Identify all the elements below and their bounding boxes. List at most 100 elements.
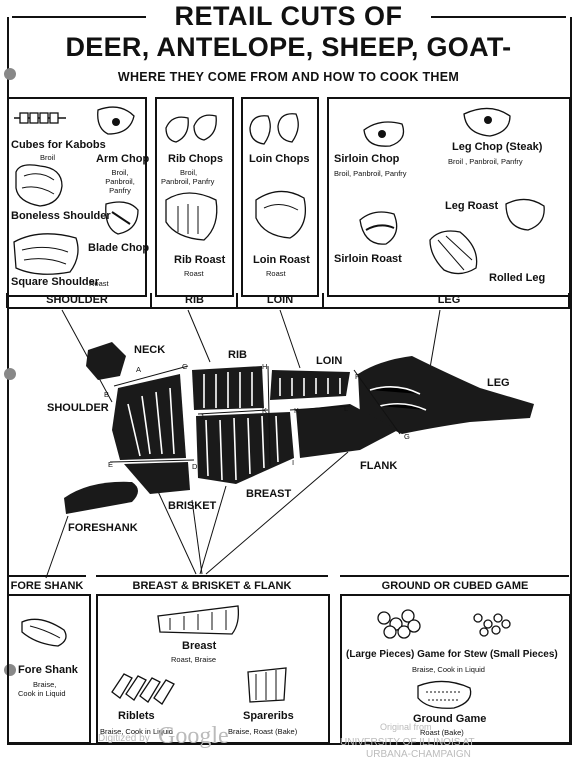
label-flank: FLANK: [360, 460, 398, 472]
point-h: H: [262, 362, 268, 371]
rib-label: RIB: [185, 294, 204, 306]
page-title-line2: DEER, ANTELOPE, SHEEP, GOAT-: [65, 32, 512, 62]
cut-ground-game-method: Roast (Bake): [420, 728, 464, 737]
point-j: J: [200, 412, 204, 421]
shoulder-panel: [7, 97, 147, 297]
cut-rib-roast-method: Roast: [184, 269, 204, 278]
carcass-diagram: [64, 342, 534, 514]
point-f: F: [355, 372, 360, 381]
ground-cubed-panel: [340, 594, 571, 744]
page-title-line1: RETAIL CUTS OF: [174, 1, 403, 31]
spareribs-icon: [247, 667, 287, 703]
point-a: A: [136, 365, 142, 374]
cut-lines: [109, 365, 401, 467]
cut-breast: Breast: [182, 640, 217, 652]
cut-cubes-for-kabobs: Cubes for Kabobs: [11, 139, 106, 151]
cut-blade-chop: Blade Chop: [88, 242, 150, 254]
leg-cut-illustrations: [359, 107, 545, 275]
shoulder-cut-illustrations: [13, 106, 139, 275]
point-d: D: [192, 462, 198, 471]
point-i: I: [292, 458, 295, 467]
flank-region: [296, 404, 398, 458]
label-breast: BREAST: [246, 488, 292, 500]
cut-fore-shank-method-2: Cook in Liquid: [18, 689, 66, 698]
rib-panel: [155, 97, 234, 297]
cut-ground-game: Ground Game: [413, 713, 487, 725]
foreshank-region: [64, 481, 138, 514]
fore-shank-panel: [7, 594, 91, 744]
cut-rib-chops-method-2: Panbroil, Panfry: [161, 177, 215, 186]
cut-rib-chops: Rib Chops: [168, 153, 223, 165]
breast-icon: [157, 605, 240, 635]
cut-cubes-method: Broil: [40, 153, 56, 162]
cut-riblets: Riblets: [118, 710, 155, 722]
cut-breast-method: Roast, Braise: [171, 655, 217, 664]
point-k1: K: [262, 406, 268, 415]
fore-shank-panel-label: FORE SHANK: [10, 580, 84, 592]
page-frame: [7, 17, 572, 745]
label-leg: LEG: [487, 377, 510, 389]
page-subtitle: WHERE THEY COME FROM AND HOW TO COOK THE…: [117, 70, 460, 84]
cut-loin-chops: Loin Chops: [249, 153, 310, 165]
square-shoulder-icon: [13, 233, 79, 275]
riblets-icon: [111, 673, 175, 705]
loin-chops-icon: [249, 113, 299, 145]
cut-fore-shank: Fore Shank: [18, 664, 78, 676]
watermark-google: Google: [158, 723, 229, 749]
cut-leg-chop-method: Broil , Panbroil, Panfry: [448, 157, 523, 166]
boneless-shoulder-icon: [15, 164, 63, 207]
watermark-digitized: Digitized by: [98, 733, 150, 744]
bone-stripes: [127, 372, 427, 481]
cut-rib-roast: Rib Roast: [174, 254, 226, 266]
loin-panel: [241, 97, 319, 297]
cut-square-shoulder-method: Roast: [89, 279, 109, 288]
point-g: G: [404, 432, 410, 441]
watermark-original: Original from: [380, 722, 432, 732]
leg-panel: [327, 97, 571, 297]
cut-riblets-method: Braise, Cook in Liquid: [100, 727, 173, 736]
watermark-university-1: UNIVERSITY OF ILLINOIS AT: [340, 737, 475, 748]
binder-hole: [4, 68, 16, 80]
leg-chop-icon: [463, 107, 511, 137]
ground-cubed-label: GROUND OR CUBED GAME: [381, 580, 529, 592]
stew-large-icon: [377, 609, 421, 639]
breast-brisket-flank-panel: [96, 594, 330, 744]
cut-leg-chop: Leg Chop (Steak): [452, 141, 543, 153]
ground-game-icon: [417, 680, 472, 709]
cut-sirloin-chop: Sirloin Chop: [334, 153, 400, 165]
leg-label: LEG: [437, 294, 461, 306]
label-loin: LOIN: [316, 355, 343, 367]
bottom-cut-illustrations: [21, 605, 511, 709]
cut-game-for-stew: (Large Pieces) Game for Stew (Small Piec…: [346, 649, 558, 660]
breast-brisket-flank-label: BREAST & BRISKET & FLANK: [132, 580, 292, 592]
leg-roast-icon: [505, 198, 545, 231]
point-l: L: [344, 404, 349, 413]
cut-sirloin-chop-method: Broil, Panbroil, Panfry: [334, 169, 407, 178]
label-neck: NECK: [134, 344, 166, 356]
cut-rib-chops-method-1: Broil,: [180, 168, 198, 177]
stew-small-icon: [473, 613, 511, 637]
brisket-region: [124, 462, 190, 494]
point-b: B: [104, 390, 110, 399]
rib-roast-icon: [165, 192, 218, 241]
cut-leg-roast: Leg Roast: [445, 200, 499, 212]
cut-spareribs: Spareribs: [243, 710, 294, 722]
fore-shank-icon: [21, 618, 67, 647]
point-e: E: [108, 460, 114, 469]
cut-arm-chop-method: Broil, Panbroil, Panfry: [105, 168, 135, 195]
cut-loin-roast: Loin Roast: [253, 254, 310, 266]
loin-roast-icon: [255, 190, 307, 239]
shoulder-label: SHOULDER: [46, 294, 108, 306]
label-brisket: BRISKET: [168, 500, 217, 512]
leg-region: [358, 356, 534, 434]
cut-square-shoulder: Square Shoulder: [11, 276, 100, 288]
cut-arm-chop: Arm Chop: [96, 153, 150, 165]
cut-sirloin-roast: Sirloin Roast: [334, 253, 402, 265]
label-foreshank: FORESHANK: [68, 522, 138, 534]
rib-cut-illustrations: [165, 114, 218, 241]
point-k2: K: [294, 406, 300, 415]
cut-spareribs-method: Braise, Roast (Bake): [228, 727, 298, 736]
arm-chop-icon: [97, 106, 135, 135]
blade-chop-icon: [105, 201, 139, 235]
